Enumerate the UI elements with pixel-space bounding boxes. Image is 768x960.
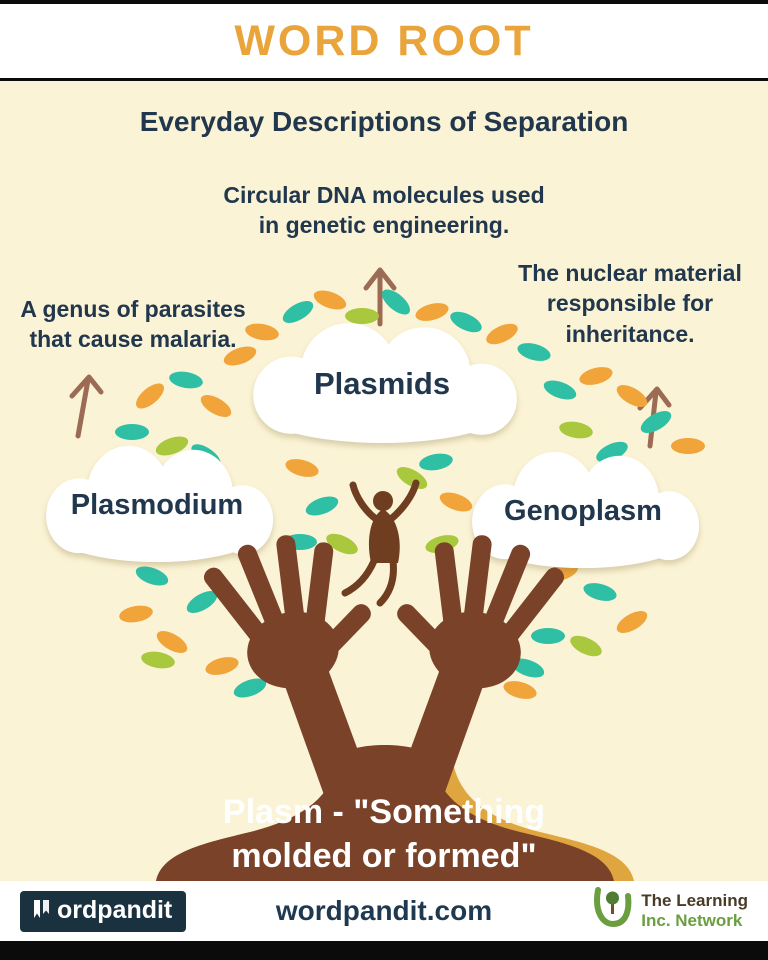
cloud-plasmids: Plasmids [231,314,533,446]
description-genoplasm: The nuclear material responsible for inh… [518,260,742,347]
network-line1: The Learning [641,890,748,910]
root-meaning-text: Plasm - "Something molded or formed" [222,793,546,876]
bottom-black-bar [0,941,768,960]
subtitle: Everyday Descriptions of Separation [139,106,629,137]
header-banner: WORD ROOT [0,0,768,81]
child-silhouette [341,479,420,607]
cloud-genoplasm: Genoplasm [453,443,713,571]
network-line2: Inc. Network [641,911,743,930]
cloud-word: Plasmodium [70,488,244,521]
page-title: WORD ROOT [234,16,534,65]
learning-network-text: The Learning Inc. Network [641,891,748,932]
learning-network-logo: The Learning Inc. Network [591,886,748,937]
cloud-word: Genoplasm [504,494,662,527]
description-plasmodium: A genus of parasites that cause malaria. [20,296,246,353]
cloud-shape [253,323,517,443]
footer: ordpandit wordpandit.com The Learning In… [0,881,768,941]
learning-network-icon [591,886,633,937]
w-bookmark-icon [32,899,52,921]
wordpandit-logo: ordpandit [20,890,187,932]
description-plasmids: Circular DNA molecules used in genetic e… [223,182,545,239]
site-url: wordpandit.com [275,895,493,926]
wordpandit-logo-text: ordpandit [57,895,173,924]
cloud-plasmodium: Plasmodium [27,437,287,565]
up-arrow-left [69,374,104,439]
right-hand [393,534,568,806]
up-arrow-right [637,386,672,449]
cloud-word: Plasmids [313,366,451,401]
left-hand [200,534,375,806]
